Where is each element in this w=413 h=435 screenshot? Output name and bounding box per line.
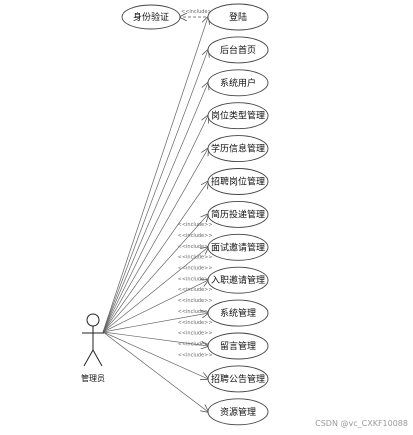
use-case[interactable]: 后台首页 bbox=[207, 36, 269, 64]
association-line bbox=[102, 17, 208, 333]
use-case-ellipse bbox=[207, 233, 269, 261]
use-case-label: 登陆 bbox=[229, 11, 247, 23]
association-stereotype: <<include>> bbox=[178, 352, 213, 358]
use-case-label: 系统管理 bbox=[220, 307, 256, 319]
use-case[interactable]: 招聘岗位管理 bbox=[207, 168, 269, 195]
use-case-label: 简历投递管理 bbox=[211, 208, 265, 220]
use-case-label: 入职邀请管理 bbox=[211, 274, 265, 286]
use-case-ellipse bbox=[207, 398, 269, 426]
association-stereotype: <<include>> bbox=[178, 265, 213, 271]
use-case-ellipse bbox=[207, 299, 269, 327]
actor-admin[interactable]: 管理员 bbox=[81, 313, 105, 383]
use-case-list: 登陆后台首页系统用户岗位类型管理学历信息管理招聘岗位管理简历投递管理面试邀请管理… bbox=[207, 3, 269, 426]
use-case-label: 留言管理 bbox=[220, 340, 256, 352]
use-case-ellipse bbox=[207, 36, 269, 64]
association-line bbox=[102, 331, 208, 412]
use-case-ellipse bbox=[207, 365, 269, 393]
use-case[interactable]: 资源管理 bbox=[207, 398, 269, 426]
use-case-label: 岗位类型管理 bbox=[211, 110, 265, 122]
use-case-ellipse bbox=[207, 69, 269, 97]
use-case-ellipse bbox=[207, 102, 269, 130]
association-stereotype: <<include>> bbox=[178, 331, 213, 337]
use-case[interactable]: 学历信息管理 bbox=[207, 135, 269, 163]
association-line bbox=[102, 280, 208, 333]
use-case-label: 面试邀请管理 bbox=[211, 241, 265, 253]
association-line bbox=[102, 149, 208, 333]
use-case-ellipse bbox=[207, 200, 269, 228]
use-case[interactable]: 招聘公告管理 bbox=[207, 365, 269, 393]
association-stereotype: <<include>> bbox=[178, 320, 213, 326]
use-case-label: 资源管理 bbox=[220, 406, 256, 418]
use-case[interactable]: 留言管理 bbox=[207, 332, 269, 360]
use-case-ellipse bbox=[207, 332, 269, 360]
association-line bbox=[102, 182, 208, 333]
use-case[interactable]: 简历投递管理 bbox=[207, 200, 269, 228]
actor-left-leg bbox=[83, 349, 94, 367]
association-line bbox=[102, 214, 208, 333]
association-stereotype: <<include>> bbox=[178, 298, 213, 304]
association-stereotype: <<include>> bbox=[178, 287, 213, 293]
stereotype-labels: <<include>> <<include>> <<include>> <<inclu… bbox=[178, 222, 213, 358]
association-stereotype: <<include>> bbox=[178, 255, 213, 261]
use-case-label: 身份验证 bbox=[133, 11, 169, 23]
association-stereotype: <<include>> bbox=[178, 309, 213, 315]
association-line bbox=[102, 331, 208, 379]
association-line bbox=[102, 50, 208, 333]
use-case[interactable]: 系统管理 bbox=[207, 299, 269, 327]
association-stereotype: <<include>> bbox=[178, 341, 213, 347]
use-case-ellipse bbox=[207, 168, 269, 195]
use-case[interactable]: 系统用户 bbox=[207, 69, 269, 97]
use-case-label: 招聘公告管理 bbox=[211, 373, 265, 385]
use-case-label: 学历信息管理 bbox=[211, 143, 265, 155]
association-stereotype: <<include>> bbox=[178, 244, 213, 250]
use-case-ellipse bbox=[207, 266, 269, 294]
use-case[interactable]: 岗位类型管理 bbox=[207, 102, 269, 130]
watermark: CSDN @vc_CXKF10088 bbox=[315, 419, 408, 428]
use-case-label: 招聘岗位管理 bbox=[211, 176, 265, 188]
use-case[interactable]: 面试邀请管理 bbox=[207, 233, 269, 261]
actor-head bbox=[86, 313, 100, 327]
use-case-label: 系统用户 bbox=[220, 77, 256, 89]
include-stereotype: <<include>> bbox=[181, 9, 216, 15]
association-stereotype: <<include>> bbox=[178, 276, 213, 282]
actor-label: 管理员 bbox=[81, 373, 105, 383]
use-case-ellipse bbox=[207, 3, 269, 31]
association-line bbox=[102, 247, 208, 333]
association-lines bbox=[102, 17, 208, 412]
association-line bbox=[102, 331, 208, 346]
association-line bbox=[102, 83, 208, 333]
association-stereotype: <<include>> bbox=[178, 233, 213, 239]
use-case[interactable]: 入职邀请管理 bbox=[207, 266, 269, 294]
association-line bbox=[102, 313, 208, 333]
use-case-label: 后台首页 bbox=[220, 44, 256, 56]
use-case-identity-verification[interactable]: 身份验证 bbox=[121, 4, 181, 30]
association-line bbox=[102, 116, 208, 333]
actor-right-leg bbox=[92, 349, 103, 367]
use-case-ellipse bbox=[207, 135, 269, 163]
association-stereotype: <<include>> bbox=[178, 222, 213, 228]
use-case[interactable]: 登陆 bbox=[207, 3, 269, 31]
